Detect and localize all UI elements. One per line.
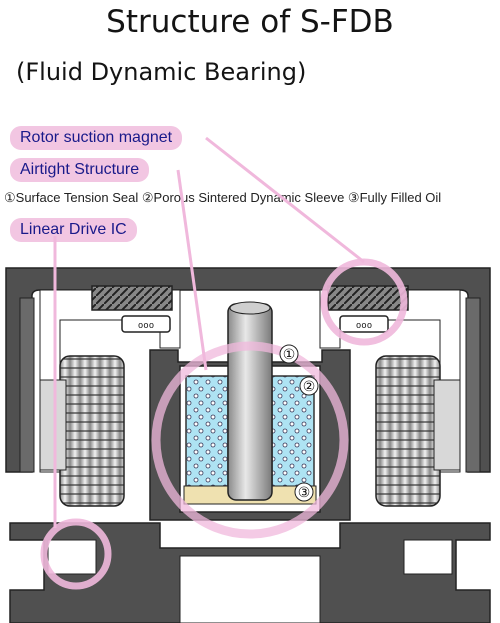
marker-1: ① <box>283 347 296 363</box>
label-linear-drive-ic: Linear Drive IC <box>10 218 137 242</box>
marker-2: ② <box>303 379 316 395</box>
leader-airtight <box>176 169 208 371</box>
legend-text: ①Surface Tension Seal ②Porous Sintered D… <box>4 190 442 205</box>
diagram-subtitle: (Fluid Dynamic Bearing) <box>16 58 307 86</box>
highlight-circle-ic <box>40 518 112 590</box>
magnet-left <box>91 285 173 311</box>
label-airtight-structure: Airtight Structure <box>10 158 150 182</box>
highlight-circle-hub <box>151 341 349 539</box>
stator-coil-left <box>59 355 125 507</box>
svg-text:ooo: ooo <box>138 321 154 331</box>
svg-text:ooo: ooo <box>356 321 372 331</box>
marker-3: ③ <box>298 485 311 501</box>
porous-sleeve-left <box>185 375 229 501</box>
magnet-right <box>327 285 409 311</box>
leader-rotor-magnet <box>205 136 365 264</box>
shaft <box>227 303 273 501</box>
diagram-title: Structure of S-FDB <box>106 4 394 40</box>
stator-coil-right <box>375 355 441 507</box>
label-rotor-suction-magnet: Rotor suction magnet <box>10 126 183 150</box>
